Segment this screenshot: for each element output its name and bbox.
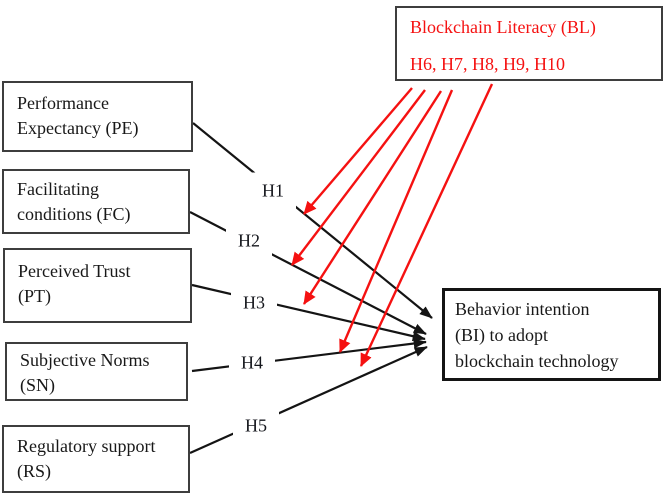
regulatory-support-label-line1: Regulatory support: [17, 436, 156, 456]
h5-label: H5: [233, 407, 279, 445]
regulatory-support-label-line2: (RS): [17, 461, 52, 481]
performance-expectancy-box: Performance Expectancy (PE): [2, 81, 193, 152]
h3-path-arrow: [191, 283, 426, 342]
behavior-intention-label-line2: (BI) to adopt: [455, 325, 548, 345]
performance-expectancy-label-line2: Expectancy (PE): [17, 118, 139, 138]
perceived-trust-label-line2: (PT): [18, 286, 51, 306]
behavior-intention-label-line3: blockchain technology: [455, 351, 619, 371]
subjective-norms-box: Subjective Norms (SN): [5, 342, 188, 401]
blockchain-literacy-hypotheses: H6, H7, H8, H9, H10: [410, 54, 565, 74]
h2-label: H2: [226, 222, 272, 260]
h9-moderation-arrow: [338, 89, 454, 353]
regulatory-support-box: Regulatory support (RS): [2, 425, 190, 493]
behavior-intention-box: Behavior intention (BI) to adopt blockch…: [442, 288, 661, 381]
h8-moderation-arrow: [302, 90, 443, 305]
h7-moderation-arrow: [291, 89, 426, 266]
h5-path-arrow: [189, 345, 428, 455]
facilitating-conditions-label-line1: Facilitating: [17, 179, 99, 199]
facilitating-conditions-label-line2: conditions (FC): [17, 204, 131, 224]
behavior-intention-label-line1: Behavior intention: [455, 299, 590, 319]
h4-label: H4: [229, 344, 275, 382]
h1-label: H1: [250, 172, 296, 210]
blockchain-literacy-title: Blockchain Literacy (BL): [410, 17, 596, 37]
perceived-trust-label-line1: Perceived Trust: [18, 261, 131, 281]
h3-label: H3: [231, 284, 277, 322]
perceived-trust-box: Perceived Trust (PT): [3, 248, 192, 323]
h4-path-arrow: [191, 338, 427, 373]
h1-path-arrow: [192, 122, 433, 319]
subjective-norms-label-line1: Subjective Norms: [20, 350, 150, 370]
blockchain-literacy-box: Blockchain Literacy (BL) H6, H7, H8, H9,…: [395, 6, 663, 81]
performance-expectancy-label-line1: Performance: [17, 93, 109, 113]
h6-moderation-arrow: [303, 87, 413, 215]
h10-moderation-arrow: [359, 83, 494, 367]
facilitating-conditions-box: Facilitating conditions (FC): [2, 169, 190, 234]
subjective-norms-label-line2: (SN): [20, 375, 55, 395]
